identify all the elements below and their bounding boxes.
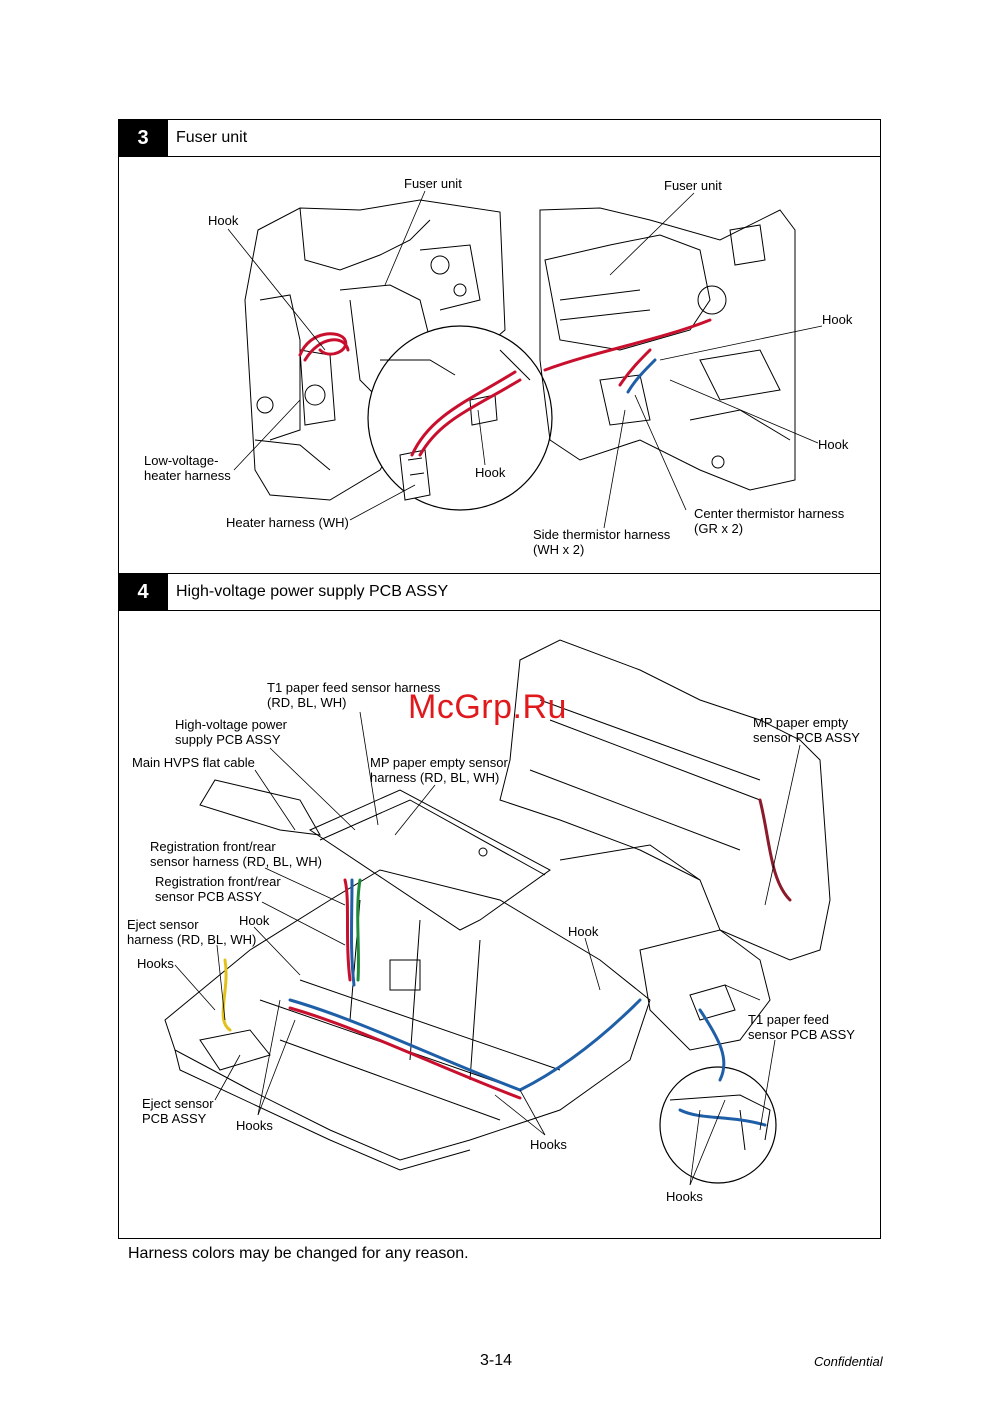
label-hook: Hook [208, 213, 239, 228]
label-low-voltage-heater-harness: Low-voltage- heater harness [144, 453, 231, 483]
label-eject-harness: Eject sensor harness (RD, BL, WH) [127, 917, 257, 947]
label-hook: Hook [568, 924, 599, 939]
zoom-circle-hook [367, 325, 553, 511]
label-hv-pcb: High-voltage power supply PCB ASSY [175, 717, 288, 747]
section-title: Fuser unit [176, 129, 248, 146]
label-hook: Hook [818, 437, 849, 452]
label-heater-harness: Heater harness (WH) [226, 515, 349, 530]
label-reg-harness: Registration front/rear sensor harness (… [150, 839, 322, 869]
label-side-thermistor-harness: Side thermistor harness (WH x 2) [533, 527, 671, 557]
label-hooks: Hooks [137, 956, 174, 971]
label-mp-empty-harness: MP paper empty sensor harness (RD, BL, W… [370, 755, 508, 785]
label-hooks: Hooks [236, 1118, 273, 1133]
label-reg-pcb: Registration front/rear sensor PCB ASSY [155, 874, 281, 904]
section-title: High-voltage power supply PCB ASSY [176, 583, 449, 600]
label-hook: Hook [239, 913, 270, 928]
label-center-thermistor-harness: Center thermistor harness (GR x 2) [694, 506, 845, 536]
watermark: McGrp.Ru [408, 688, 567, 726]
label-main-flat-cable: Main HVPS flat cable [132, 755, 255, 770]
section-header-hvps: 4 High-voltage power supply PCB ASSY [118, 573, 881, 611]
label-mp-empty-pcb: MP paper empty sensor PCB ASSY [753, 715, 860, 745]
fuser-right-illustration [539, 207, 796, 491]
label-fuser-unit-left: Fuser unit [404, 176, 462, 191]
confidential-mark: Confidential [814, 1354, 883, 1369]
section-header-fuser: 3 Fuser unit [118, 119, 881, 157]
label-hook: Hook [822, 312, 853, 327]
label-eject-pcb: Eject sensor PCB ASSY [142, 1096, 214, 1126]
section-number: 4 [118, 574, 168, 610]
label-fuser-unit-right: Fuser unit [664, 178, 722, 193]
label-hook: Hook [475, 465, 506, 480]
page-number: 3-14 [480, 1352, 513, 1369]
zoom-circle-t1 [659, 1066, 777, 1184]
label-hooks: Hooks [530, 1137, 567, 1152]
label-hooks: Hooks [666, 1189, 703, 1204]
label-t1-pcb: T1 paper feed sensor PCB ASSY [748, 1012, 855, 1042]
footnote: Harness colors may be changed for any re… [128, 1245, 469, 1262]
section-number: 3 [118, 120, 168, 156]
label-t1-harness: T1 paper feed sensor harness (RD, BL, WH… [267, 680, 441, 710]
